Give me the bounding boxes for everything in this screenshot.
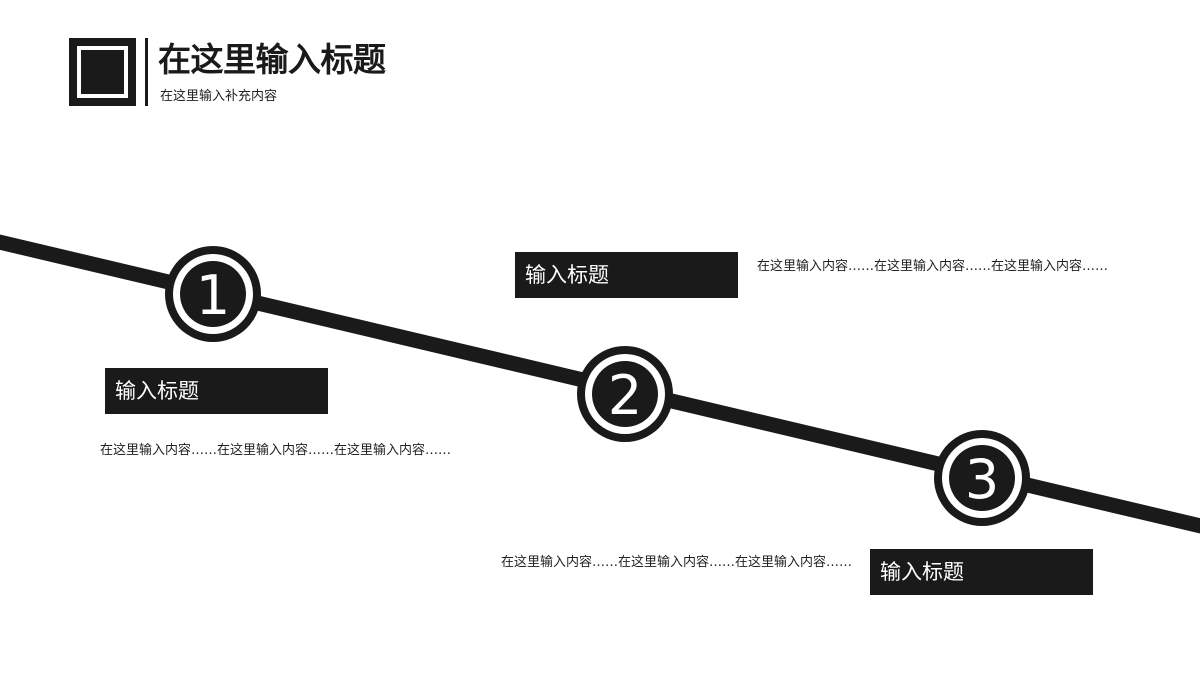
page-subtitle: 在这里输入补充内容 xyxy=(160,89,278,104)
step-marker-1: 1 xyxy=(165,246,261,342)
step-title-3: 输入标题 xyxy=(870,549,1093,595)
page-title: 在这里输入标题 xyxy=(158,40,386,79)
step-title-1: 输入标题 xyxy=(105,368,328,414)
step-number-3: 3 xyxy=(965,448,999,511)
step-text-2: 在这里输入内容……在这里输入内容……在这里输入内容…… xyxy=(757,259,1109,274)
step-marker-2: 2 xyxy=(577,346,673,442)
step-title-2: 输入标题 xyxy=(515,252,738,298)
step-marker-3: 3 xyxy=(934,430,1030,526)
step-text-3: 在这里输入内容……在这里输入内容……在这里输入内容…… xyxy=(500,555,852,570)
step-number-1: 1 xyxy=(196,264,230,327)
title-divider xyxy=(145,38,148,106)
step-text-1: 在这里输入内容……在这里输入内容……在这里输入内容…… xyxy=(100,443,452,458)
logo-square-icon xyxy=(69,38,136,106)
step-number-2: 2 xyxy=(608,364,642,427)
